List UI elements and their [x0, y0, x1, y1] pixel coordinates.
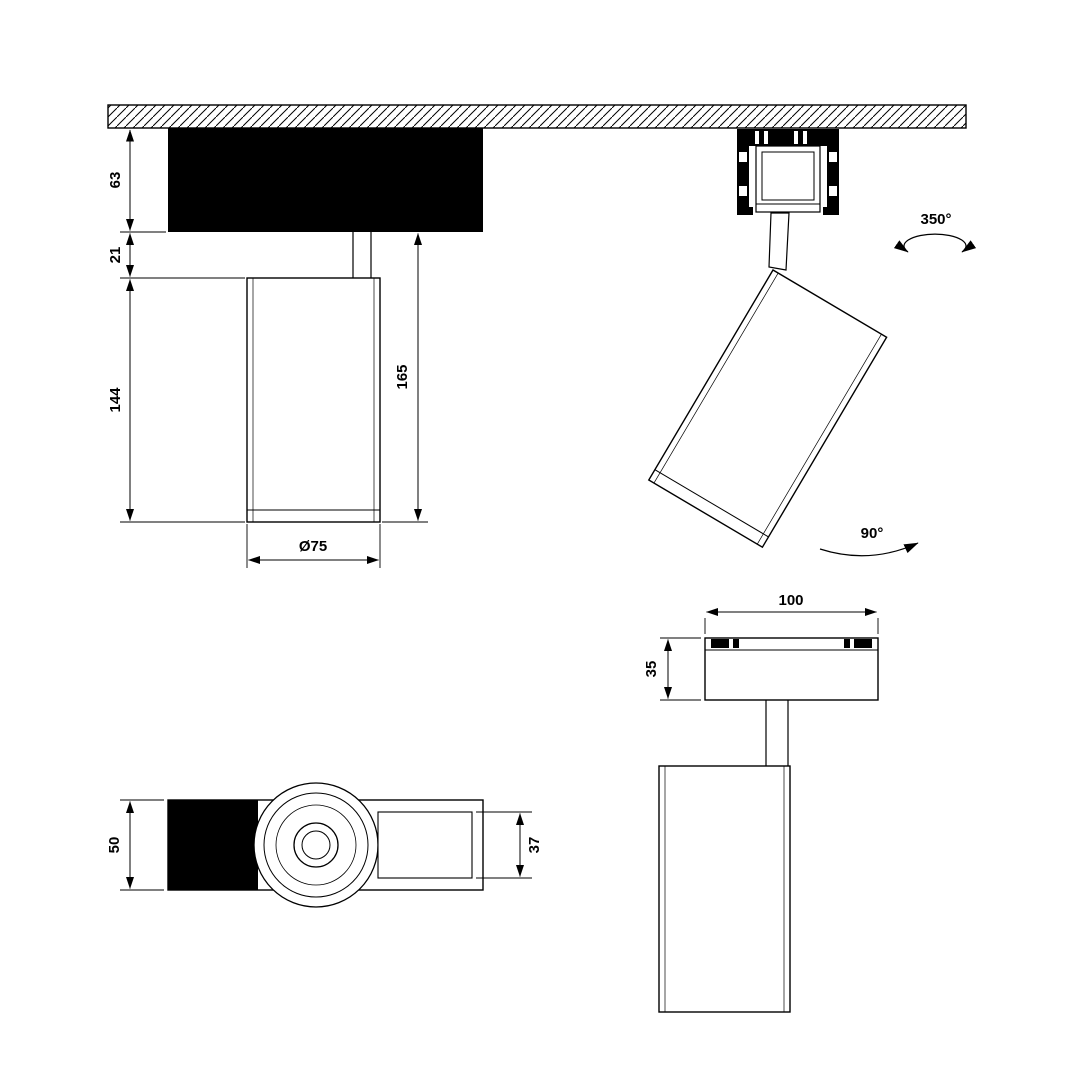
stem: [352, 232, 372, 278]
dim-label-adapter-width: 100: [778, 592, 803, 609]
front-view: 100 35: [643, 592, 879, 1013]
dim-bottom-width: [120, 799, 164, 891]
tilt-stem: [768, 212, 790, 271]
dim-label-overall-drop: 165: [394, 364, 411, 389]
lens-circles: [253, 782, 379, 908]
tilt-angle-indicator: [819, 542, 919, 557]
lamp-body: [246, 277, 381, 523]
tilt-view: 350° 90°: [647, 129, 977, 557]
dim-label-adapter-height: 35: [643, 661, 660, 678]
dim-label-track-height: 63: [107, 172, 124, 189]
dim-label-body-height: 144: [107, 387, 124, 413]
dim-label-stem-gap: 21: [107, 247, 124, 264]
bottom-view: 50 37: [106, 782, 543, 908]
track-adapter: [704, 637, 879, 701]
dim-adapter-height: [660, 637, 701, 701]
pan-rotation-indicator: [893, 233, 977, 253]
ceiling-hatched-strip: [107, 104, 967, 129]
dim-label-window-width: 37: [526, 837, 543, 854]
dim-window-width: [476, 811, 532, 879]
bottom-black-section: [168, 800, 258, 890]
dim-label-diameter: Ø75: [299, 538, 327, 555]
dim-adapter-width: [704, 608, 879, 634]
front-stem: [765, 700, 789, 766]
side-view: 63 21 144 165 Ø75: [107, 128, 483, 568]
tilted-lamp-body: [647, 269, 888, 549]
dim-label-tilt-angle: 90°: [861, 525, 884, 542]
track-housing: [168, 128, 483, 232]
bottom-window: [377, 811, 473, 879]
dim-label-bottom-width: 50: [106, 837, 123, 854]
track-section: [737, 129, 839, 215]
dim-diameter: [246, 524, 381, 568]
dim-chain-left: [120, 129, 245, 523]
dim-overall-drop: [382, 233, 428, 523]
dim-label-pan-angle: 350°: [920, 211, 951, 228]
front-lamp-body: [658, 765, 791, 1013]
